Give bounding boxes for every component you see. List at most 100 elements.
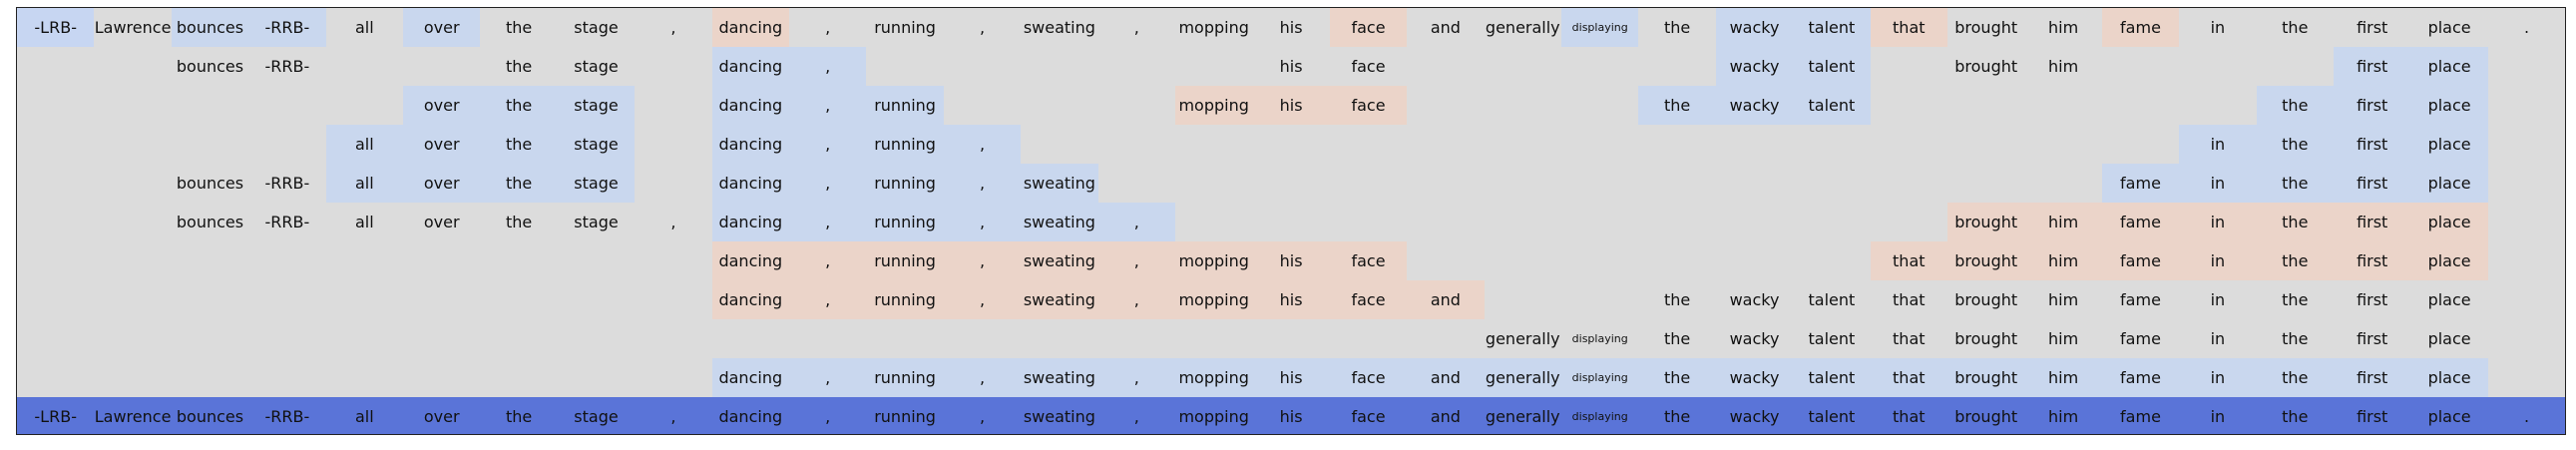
token-cell: all [354, 18, 374, 37]
token-cell: face [1329, 86, 1408, 125]
token-cell: that [1893, 290, 1926, 309]
token-cell: bounces [176, 174, 244, 193]
token-cell: him [2024, 203, 2102, 241]
token-cell: that [1870, 8, 1947, 47]
token-cell: fame [2101, 164, 2180, 203]
token-cell: him [2048, 290, 2079, 309]
token-cell: place [2410, 203, 2488, 241]
token-cell: first [2334, 86, 2411, 125]
token-cell: , [1097, 280, 1175, 319]
token-cell: in [2210, 18, 2226, 37]
token-cell: that [1870, 397, 1947, 434]
token-cell: mopping [1175, 358, 1253, 397]
token-cell: the [1638, 358, 1716, 397]
token-cell: stage [557, 397, 636, 434]
token-cell: face [1351, 57, 1386, 76]
token-cell: brought [1954, 329, 2018, 348]
token-cell: the [2256, 203, 2334, 241]
token-cell: , [1097, 241, 1175, 280]
token-cell: in [2179, 125, 2257, 164]
token-cell: place [2410, 125, 2488, 164]
token-cell: , [789, 241, 867, 280]
token-cell: in [2210, 329, 2226, 348]
token-cell: first [2357, 290, 2388, 309]
token-cell: face [1329, 8, 1408, 47]
token-cell: . [2487, 397, 2565, 434]
token-cell: in [2179, 241, 2257, 280]
token-cell: place [2427, 18, 2471, 37]
token-cell: running [866, 280, 944, 319]
token-cell: the [505, 213, 533, 231]
token-cell: the [1638, 397, 1716, 434]
token-cell: dancing [711, 241, 789, 280]
token-cell: dancing [711, 47, 789, 86]
token-cell: in [2210, 290, 2226, 309]
token-cell: mopping [1175, 86, 1253, 125]
token-cell: stage [557, 86, 636, 125]
token-cell: -LRB- [17, 397, 95, 434]
token-cell: his [1252, 86, 1330, 125]
token-cell: the [480, 86, 558, 125]
token-cell: Lawrence [94, 397, 172, 434]
token-cell: him [2048, 18, 2079, 37]
token-cell: , [789, 203, 867, 241]
token-cell: dancing [711, 8, 789, 47]
token-cell: sweating [1021, 397, 1098, 434]
token-cell: stage [574, 213, 619, 231]
token-cell: brought [1954, 18, 2018, 37]
token-cell: dancing [711, 358, 789, 397]
token-cell: -RRB- [248, 8, 326, 47]
token-cell: the [1663, 18, 1691, 37]
token-cell: wacky [1715, 358, 1794, 397]
token-cell: the [2256, 86, 2334, 125]
token-cell: wacky [1715, 8, 1794, 47]
token-cell: , [1097, 203, 1175, 241]
token-cell: all [354, 213, 374, 231]
token-cell: talent [1793, 8, 1871, 47]
token-cell: the [2256, 164, 2334, 203]
token-cell: dancing [711, 164, 789, 203]
token-cell: over [403, 397, 481, 434]
token-cell: and [1407, 280, 1485, 319]
token-cell: wacky [1715, 397, 1794, 434]
token-cell: , [979, 18, 986, 37]
token-cell: running [866, 86, 944, 125]
token-cell: the [1663, 329, 1691, 348]
token-cell: -RRB- [248, 397, 326, 434]
token-cell: fame [2101, 358, 2180, 397]
token-cell: his [1279, 57, 1303, 76]
token-cell: running [866, 397, 944, 434]
token-cell: mopping [1175, 241, 1253, 280]
token-cell: his [1279, 18, 1303, 37]
token-cell: -RRB- [264, 57, 310, 76]
token-cell: the [2282, 329, 2309, 348]
token-cell: , [1097, 358, 1175, 397]
token-cell: stage [557, 164, 636, 203]
token-cell: brought [1947, 203, 2025, 241]
token-cell: the [2256, 358, 2334, 397]
token-cell: over [403, 125, 481, 164]
token-cell: place [2427, 290, 2471, 309]
token-cell: sweating [1021, 203, 1098, 241]
token-cell: wacky [1729, 329, 1780, 348]
token-cell: , [789, 164, 867, 203]
token-cell: , [943, 397, 1022, 434]
token-cell: mopping [1178, 18, 1249, 37]
token-cell: all [325, 397, 403, 434]
token-cell: and [1430, 18, 1461, 37]
token-cell: running [866, 164, 944, 203]
token-cell: that [1870, 241, 1947, 280]
token-cell: brought [1947, 397, 2025, 434]
token-cell: that [1893, 329, 1926, 348]
token-cell: . [2523, 18, 2530, 37]
token-cell: , [789, 86, 867, 125]
token-cell: , [943, 125, 1022, 164]
token-cell: talent [1793, 397, 1871, 434]
token-cell: and [1407, 358, 1485, 397]
token-cell: first [2334, 397, 2411, 434]
token-cell: over [403, 8, 481, 47]
token-cell: , [670, 213, 676, 231]
